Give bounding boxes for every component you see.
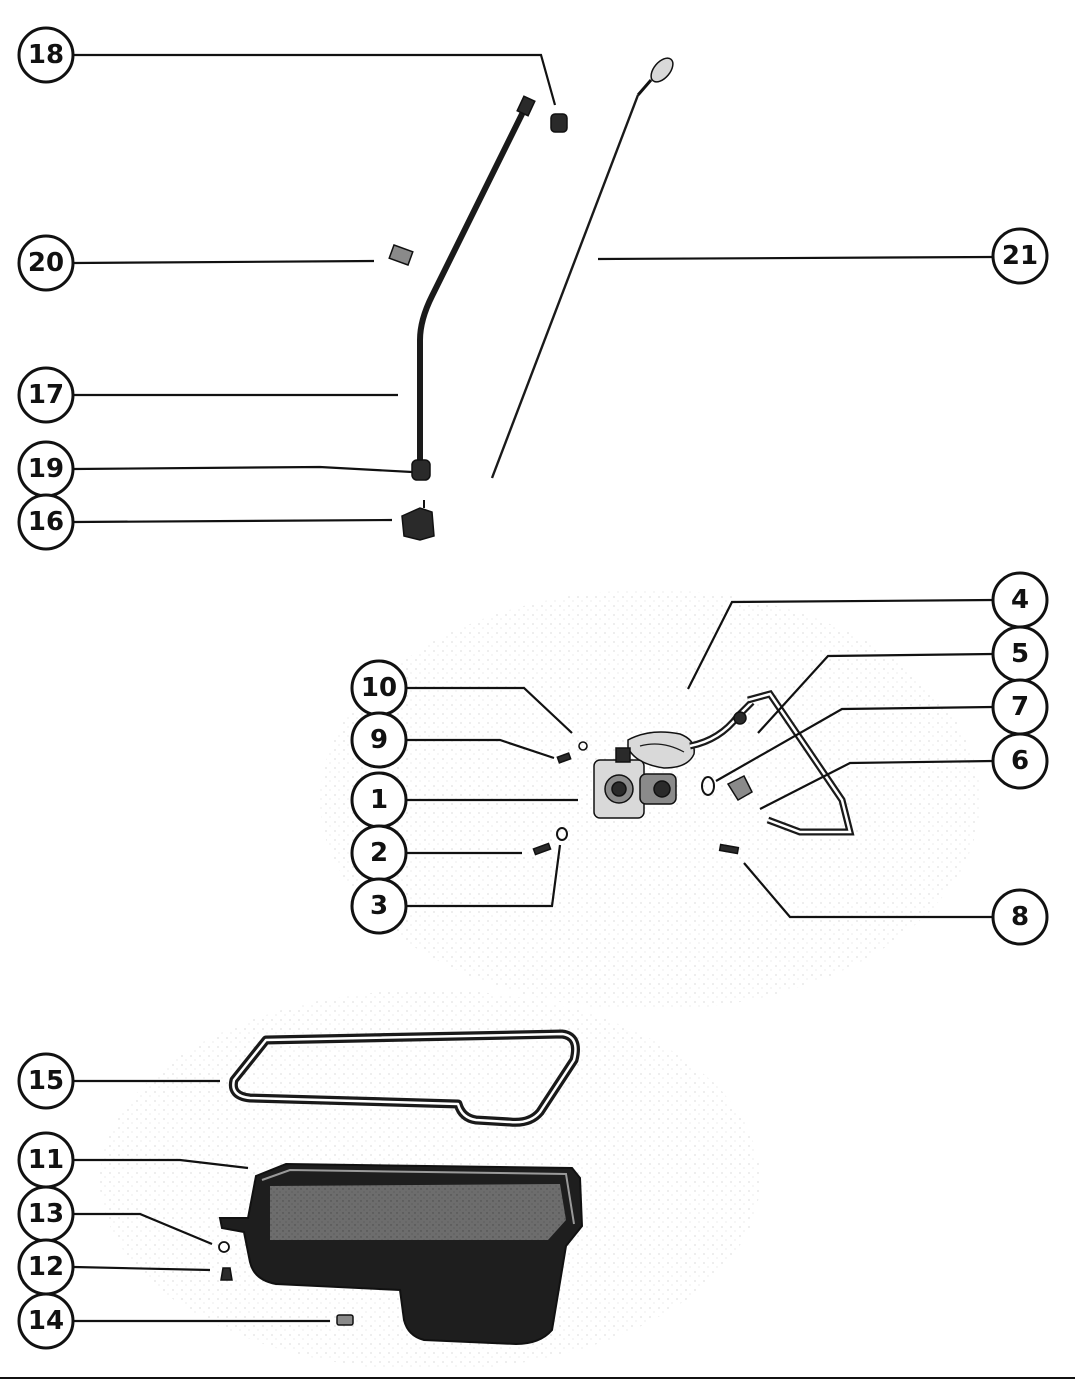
sleeve bbox=[388, 244, 414, 266]
oil-pan-rim bbox=[261, 1168, 575, 1225]
callout-15: 15 bbox=[17, 1052, 75, 1110]
pickup-screen bbox=[627, 731, 695, 769]
washer bbox=[556, 827, 568, 841]
callout-label: 7 bbox=[1011, 692, 1029, 722]
screw bbox=[556, 752, 572, 764]
callout-9: 9 bbox=[350, 711, 408, 769]
callout-14: 14 bbox=[17, 1292, 75, 1350]
callouts: 18 20 21 17 19 16 4 5 bbox=[17, 26, 1049, 1350]
dipstick-handle bbox=[650, 57, 674, 83]
callout-label: 17 bbox=[28, 380, 64, 410]
callout-label: 16 bbox=[28, 507, 64, 537]
drain-plug-14 bbox=[336, 1314, 354, 1326]
dipstick-tube bbox=[417, 102, 530, 468]
seal-13 bbox=[218, 1241, 230, 1253]
callout-label: 13 bbox=[28, 1199, 64, 1229]
callout-4: 4 bbox=[991, 571, 1049, 629]
callout-7: 7 bbox=[991, 678, 1049, 736]
callout-label: 21 bbox=[1002, 241, 1038, 271]
callout-11: 11 bbox=[17, 1131, 75, 1189]
callout-label: 5 bbox=[1011, 639, 1029, 669]
oil-pump-assembly bbox=[532, 689, 855, 856]
tube-seal bbox=[411, 459, 431, 481]
dipstick-rod bbox=[490, 94, 640, 479]
callout-label: 3 bbox=[370, 891, 388, 921]
callout-13: 13 bbox=[17, 1185, 75, 1243]
callout-12: 12 bbox=[17, 1238, 75, 1296]
callout-label: 15 bbox=[28, 1066, 64, 1096]
leader-lines bbox=[73, 53, 994, 1323]
callout-label: 2 bbox=[370, 838, 388, 868]
callout-17: 17 bbox=[17, 366, 75, 424]
callout-label: 8 bbox=[1011, 902, 1029, 932]
bolt-8 bbox=[718, 843, 740, 855]
callout-label: 11 bbox=[28, 1145, 64, 1175]
washer-small bbox=[578, 741, 588, 751]
bolt bbox=[532, 842, 552, 856]
callout-3: 3 bbox=[350, 877, 408, 935]
callout-18: 18 bbox=[17, 26, 75, 84]
callout-20: 20 bbox=[17, 234, 75, 292]
callout-8: 8 bbox=[991, 888, 1049, 946]
callout-label: 4 bbox=[1011, 585, 1029, 615]
callout-label: 10 bbox=[361, 673, 397, 703]
callout-label: 14 bbox=[28, 1306, 64, 1336]
callout-1: 1 bbox=[350, 771, 408, 829]
drain-plug-12 bbox=[220, 1267, 233, 1281]
callout-2: 2 bbox=[350, 824, 408, 882]
callout-label: 6 bbox=[1011, 746, 1029, 776]
callout-label: 1 bbox=[370, 785, 388, 815]
callout-label: 19 bbox=[28, 454, 64, 484]
callout-16: 16 bbox=[17, 493, 75, 551]
callout-6: 6 bbox=[991, 732, 1049, 790]
callout-19: 19 bbox=[17, 440, 75, 498]
tube-elbow bbox=[401, 507, 435, 541]
callout-label: 9 bbox=[370, 725, 388, 755]
o-ring bbox=[701, 776, 715, 796]
oil-pan-assembly bbox=[218, 1029, 584, 1346]
callout-21: 21 bbox=[991, 227, 1049, 285]
callout-label: 20 bbox=[28, 248, 64, 278]
callout-10: 10 bbox=[350, 659, 408, 717]
dipstick-tube-assembly bbox=[388, 57, 674, 541]
clamp bbox=[726, 774, 753, 802]
tube-top-fitting bbox=[516, 95, 536, 117]
dipstick-cap bbox=[550, 113, 568, 133]
callout-5: 5 bbox=[991, 625, 1049, 683]
callout-label: 12 bbox=[28, 1252, 64, 1282]
pump-body bbox=[593, 747, 677, 819]
nut bbox=[733, 711, 747, 725]
callout-label: 18 bbox=[28, 40, 64, 70]
